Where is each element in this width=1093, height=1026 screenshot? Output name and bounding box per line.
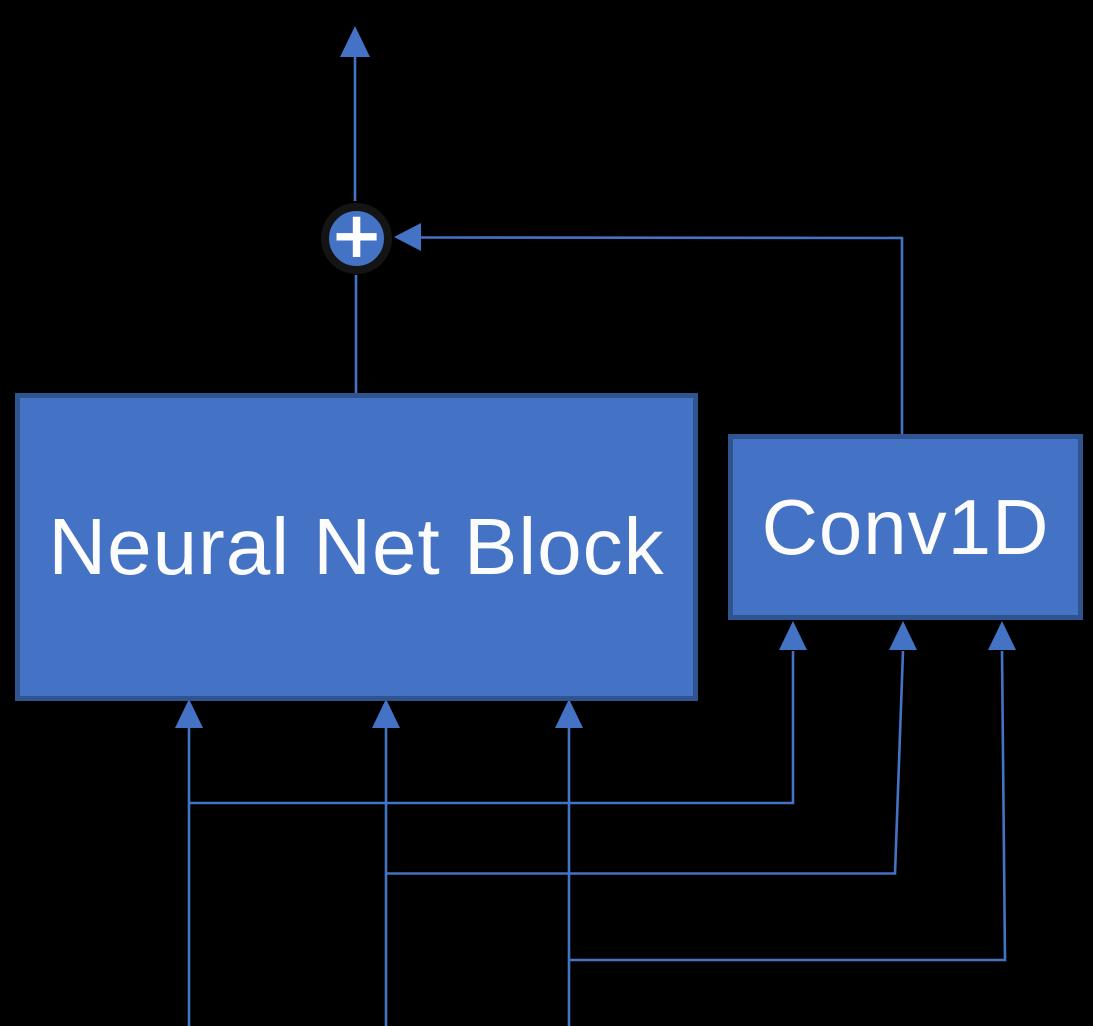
- neural-net-block-label: Neural Net Block: [48, 502, 665, 591]
- conv-input-2-arrowhead-icon: [889, 621, 917, 650]
- input-3-branch-line: [569, 650, 1007, 962]
- output-arrowhead-icon: [340, 26, 370, 57]
- add-symbol: +: [329, 198, 384, 273]
- add-operator-icon: +: [321, 203, 392, 274]
- input-2-branch-line: [386, 650, 905, 875]
- input-2-arrowhead-icon: [372, 699, 400, 728]
- input-1-arrowhead-icon: [175, 699, 203, 728]
- conv1d-block: Conv1D: [728, 434, 1083, 620]
- conv1d-block-label: Conv1D: [761, 482, 1050, 571]
- conv-input-1-arrowhead-icon: [779, 621, 807, 650]
- input-3-arrowhead-icon: [555, 699, 583, 728]
- neural-net-block: Neural Net Block: [15, 393, 698, 701]
- skip-connection-line: [420, 236, 904, 434]
- skip-connection-arrowhead-icon: [394, 223, 421, 251]
- conv-input-3-arrowhead-icon: [988, 621, 1016, 650]
- input-1-branch-line: [189, 651, 795, 805]
